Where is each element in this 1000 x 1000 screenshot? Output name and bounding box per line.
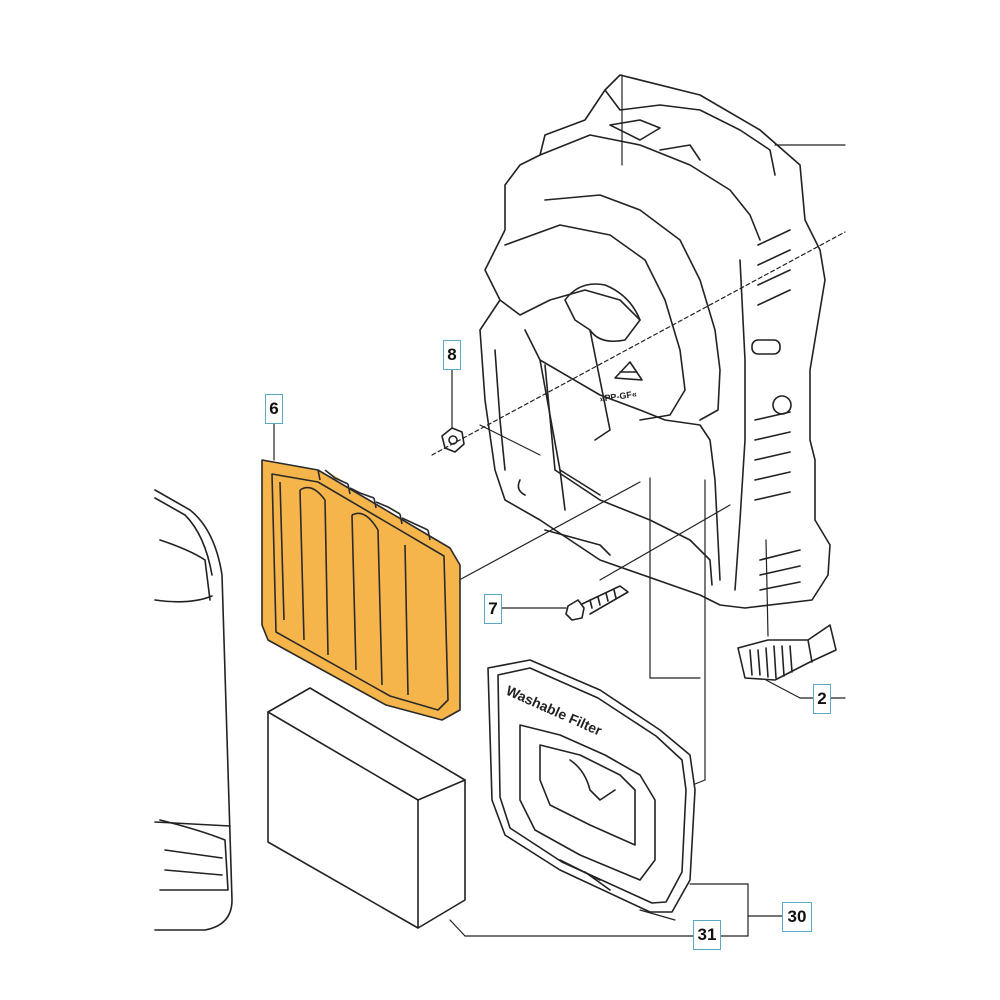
pre-filter-part-6: [261, 459, 461, 721]
leader-lines: [273, 74, 846, 937]
callout-part-31: 31: [693, 920, 721, 950]
callout-part-30: 30: [782, 902, 812, 932]
washable-filter-stamp: Washable Filter: [504, 682, 605, 739]
clip-part-2: [737, 624, 837, 681]
left-housing-fragment: [154, 489, 233, 931]
callout-part-8: 8: [443, 340, 461, 370]
screw-part-7: [565, 585, 629, 621]
filter-holder-part-30: [487, 659, 696, 913]
callout-part-6: 6: [265, 394, 283, 424]
recycle-icon: [614, 361, 643, 381]
callout-part-2: 2: [813, 684, 831, 714]
callout-part-7: 7: [484, 594, 502, 624]
air-filter-cover: [479, 74, 831, 609]
foam-block-part-31: [267, 687, 466, 929]
